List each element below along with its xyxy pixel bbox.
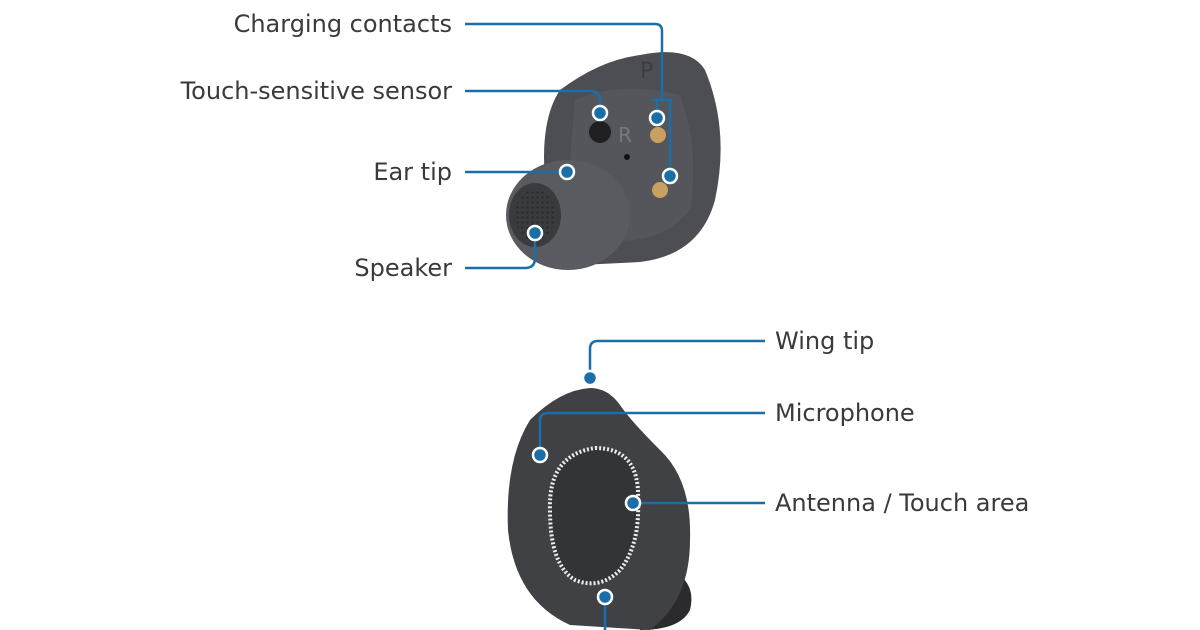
leader-lines — [465, 22, 765, 630]
label-microphone: Microphone — [775, 399, 915, 427]
charging-contact-icon — [650, 127, 666, 143]
label-touch-sensor: Touch-sensitive sensor — [180, 77, 453, 105]
label-speaker: Speaker — [354, 254, 452, 282]
charging-contact-icon — [652, 182, 668, 198]
side-mark: R — [618, 123, 632, 147]
touch-sensor-icon — [589, 121, 611, 143]
speaker-mesh-icon — [515, 189, 555, 241]
top-earbud-illustration: P R — [506, 52, 721, 270]
label-antenna-touch-area: Antenna / Touch area — [775, 489, 1029, 517]
label-charging-contacts: Charging contacts — [234, 10, 452, 38]
label-wing-tip: Wing tip — [775, 327, 874, 355]
wing-mark: P — [640, 59, 653, 84]
bottom-earbud-illustration — [507, 388, 692, 630]
label-ear-tip: Ear tip — [373, 158, 452, 186]
